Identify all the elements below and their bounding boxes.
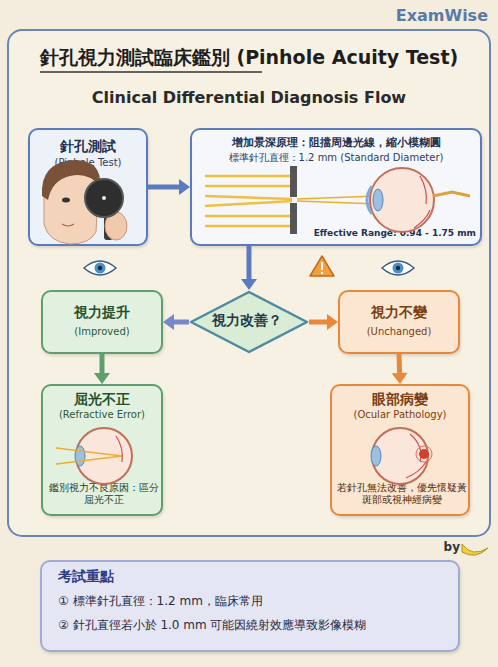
principle-box: 增加景深原理：阻擋周邊光線，縮小模糊圓標準針孔直徑：1.2 mm (Standa… (190, 128, 482, 246)
node-text: 屈光不正 (43, 391, 161, 409)
node-text: 若針孔無法改善，優先懷疑黃斑部或視神經病變 (336, 482, 468, 506)
flow-arrow (148, 179, 190, 195)
arrow-head (392, 373, 408, 384)
title-underline (40, 71, 262, 73)
flow-arrow (94, 354, 110, 384)
node-text: 針孔測試 (30, 138, 146, 156)
process-box: 針孔測試(Pinhole Test) (28, 128, 148, 246)
diagram-title: 針孔視力測試臨床鑑別 (Pinhole Acuity Test) (0, 46, 498, 70)
node-text: 眼部病變 (332, 391, 468, 409)
node-text: 視力改善？ (189, 312, 305, 330)
arrow-head (163, 314, 174, 330)
node-text: 視力不變 (340, 304, 458, 322)
warning-triangle (310, 256, 334, 276)
arrow-shaft (309, 320, 327, 325)
author-credit: by (436, 540, 460, 555)
flow-arrow (309, 314, 338, 330)
diagnosis-box: 屈光不正(Refractive Error) 鑑別視力不良原因：區分屈光不正 (41, 384, 163, 516)
ray-through-pinhole (297, 194, 432, 206)
flow-arrow (392, 354, 408, 384)
node-text: 增加景深原理：阻擋周邊光線，縮小模糊圓 (192, 136, 480, 150)
banana-icon (462, 544, 488, 555)
arrow-shaft (100, 354, 105, 373)
arrow-shaft (148, 185, 179, 190)
result-box: 視力提升 (Improved) (41, 290, 163, 354)
face-illustration (42, 160, 100, 244)
pinhole-plate (290, 166, 297, 234)
diagnosis-box: 眼部病變(Ocular Pathology) 若針孔無法改善，優先懷疑黃斑部或視神… (330, 384, 470, 516)
flow-arrow (163, 314, 189, 330)
outer-frame (8, 30, 490, 536)
eye-cross-section (367, 168, 470, 232)
brand-watermark: ExamWise (360, 6, 488, 26)
arrow-head (94, 373, 110, 384)
eye-icon (84, 261, 116, 275)
node-text: ① 標準針孔直徑：1.2 mm，臨床常用 (58, 594, 448, 609)
flow-arrow (241, 246, 257, 290)
arrow-head (179, 179, 190, 195)
node-text: (Improved) (43, 326, 161, 339)
arrow-head (327, 314, 338, 330)
node-text: Effective Range: 0.94 - 1.75 mm (302, 228, 476, 239)
node-text: (Unchanged) (340, 326, 458, 339)
eye-icon (382, 261, 414, 275)
light-rays (205, 176, 292, 226)
arrow-shaft (174, 320, 189, 325)
arrow-shaft (397, 354, 403, 373)
arrow-head (241, 279, 257, 290)
pathology-eye (371, 428, 432, 484)
result-box: 視力不變 (Unchanged) (338, 290, 460, 354)
refractive-eye (56, 428, 132, 484)
node-text: 鑑別視力不良原因：區分屈光不正 (47, 482, 161, 506)
subtitle: Clinical Differential Diagnosis Flow (0, 88, 498, 108)
arrow-shaft (246, 246, 251, 279)
node-text: 考試重點 (58, 568, 448, 586)
decision-diamond: 視力改善？ (189, 290, 309, 354)
node-text: ② 針孔直徑若小於 1.0 mm 可能因繞射效應導致影像模糊 (58, 618, 458, 633)
exam-notes-box: 考試重點 ① 標準針孔直徑：1.2 mm，臨床常用 ② 針孔直徑若小於 1.0 mm… (40, 560, 460, 652)
pinhole-occluder (85, 179, 127, 240)
node-text: (Refractive Error) (43, 409, 161, 422)
node-text: (Ocular Pathology) (332, 409, 468, 422)
node-text: (Pinhole Test) (30, 157, 146, 170)
node-text: 視力提升 (43, 304, 161, 322)
node-text: 標準針孔直徑：1.2 mm (Standard Diameter) (192, 152, 480, 165)
